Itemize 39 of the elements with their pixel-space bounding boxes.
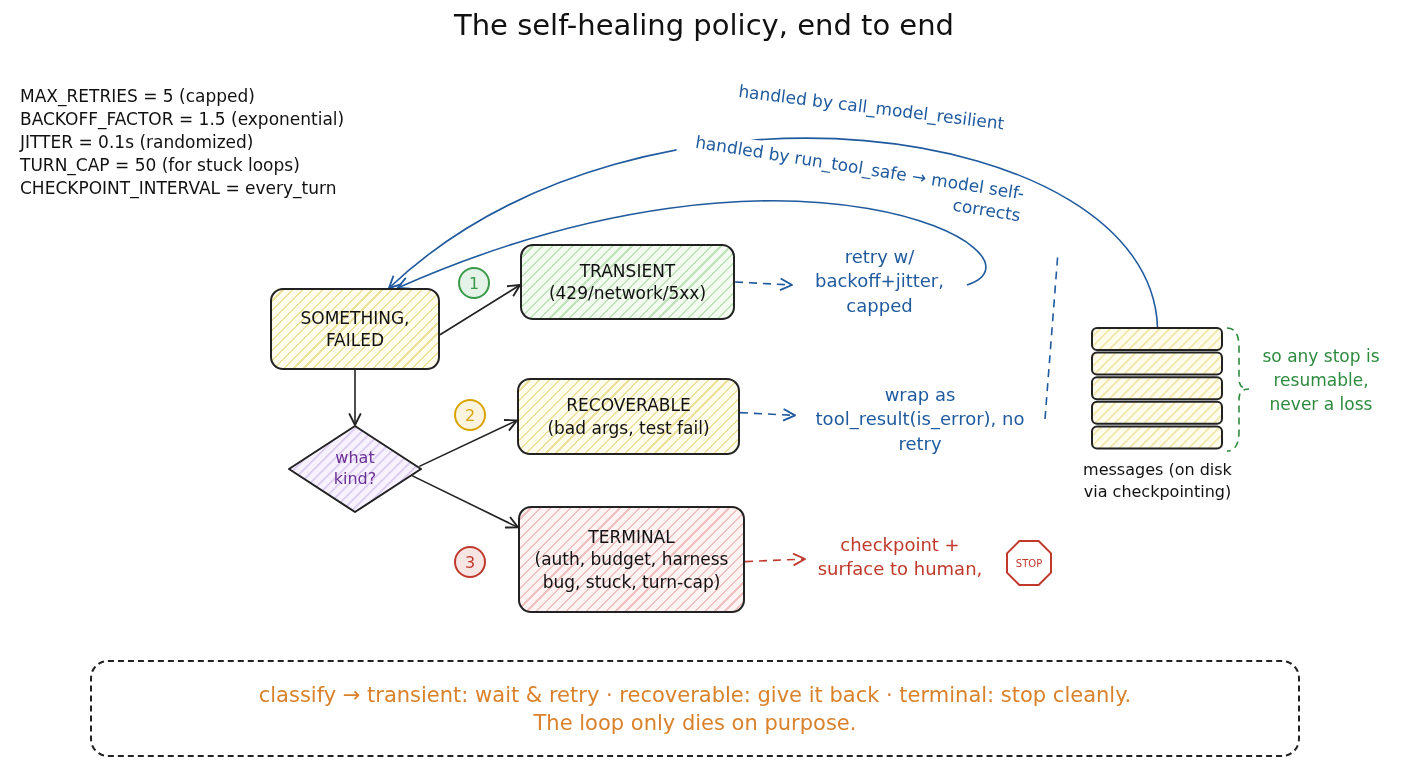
arrow: [411, 474, 519, 529]
arrow: [439, 284, 521, 336]
step-number-badge: 3: [454, 546, 486, 578]
decision-diamond: what kind?: [288, 425, 422, 513]
summary-text: classify → transient: wait & retry · recoverable: give it back · terminal: stop cleanly.: [258, 682, 1132, 707]
process-box: [518, 506, 745, 613]
process-box: [517, 378, 740, 455]
box-title: TRANSIENT: [579, 259, 676, 282]
config-line: CHECKPOINT_INTERVAL = every_turn: [20, 178, 337, 198]
arrow: [348, 369, 362, 426]
side-note: so any stop is resumable, never a loss: [1261, 345, 1381, 416]
annotation-text: wrap as tool_result(is_error), no retry: [795, 383, 1045, 455]
diagram-title: The self-healing policy, end to end: [453, 8, 955, 42]
annotation-text: checkpoint + surface to human,: [805, 533, 995, 585]
box-title: TERMINAL: [588, 526, 675, 549]
process-box: [270, 288, 440, 370]
box-text: (bad args, test fail): [547, 416, 710, 439]
step-number-badge: 2: [454, 399, 486, 431]
box-text: (auth, budget, harness bug, stuck, turn-cap): [533, 548, 730, 593]
stack-caption: messages (on disk via checkpointing): [1082, 459, 1233, 504]
config-line: JITTER = 0.1s (randomized): [20, 132, 254, 152]
process-box: [520, 244, 735, 320]
summary-box: [90, 660, 1300, 757]
arrow: [418, 419, 518, 468]
arrow: [388, 137, 1159, 328]
arrow: [739, 408, 796, 422]
config-line: TURN_CAP = 50 (for stuck loops): [20, 155, 300, 175]
step-number-badge: 1: [458, 267, 490, 299]
summary-text: The loop only dies on purpose.: [533, 710, 857, 735]
config-line: MAX_RETRIES = 5 (capped): [20, 86, 255, 106]
box-title: SOMETHING, FAILED: [299, 306, 411, 352]
annotation-text: retry w/ backoff+jitter, capped: [792, 245, 967, 325]
arrow: [734, 277, 793, 292]
stop-sign: STOP: [1006, 540, 1052, 586]
arrow: [744, 552, 806, 567]
arrow: [396, 200, 986, 291]
box-title: RECOVERABLE: [566, 394, 691, 417]
config-line: BACKOFF_FACTOR = 1.5 (exponential): [20, 109, 345, 129]
box-text: (429/network/5xx): [548, 282, 707, 305]
